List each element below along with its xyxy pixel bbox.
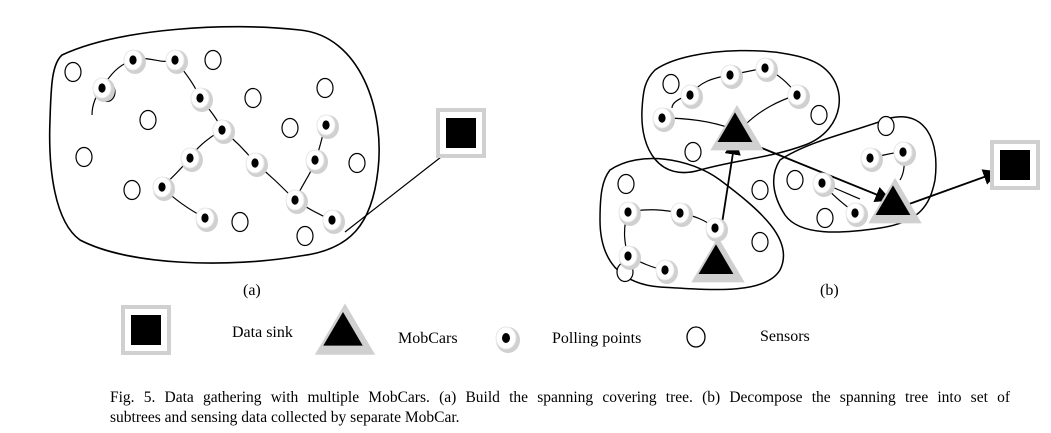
polling-point [123, 49, 146, 74]
sensor-node [123, 179, 141, 201]
polling-point [285, 189, 308, 214]
polling-point [305, 149, 328, 174]
polling-point [92, 77, 115, 102]
link-to-sink-a [344, 149, 451, 233]
polling-point [190, 87, 213, 112]
polling-point [845, 202, 868, 227]
sensor-node [617, 173, 635, 195]
sensor-node [316, 77, 334, 99]
sensor-node [751, 231, 769, 253]
polling-point [860, 147, 883, 172]
figure-caption: Fig. 5. Data gathering with multiple Mob… [110, 388, 1010, 428]
sensor-node [139, 109, 157, 131]
polling-point [787, 84, 810, 109]
region-boundary-a [48, 25, 380, 264]
cluster-boundary-right [773, 115, 937, 233]
sensor-node [75, 146, 93, 168]
sensor-node [296, 225, 314, 247]
sensor-node [810, 104, 828, 126]
sensor-node [684, 141, 702, 163]
legend-mobcars-label: MobCars [398, 330, 458, 347]
panel-b-label: (b) [820, 282, 839, 299]
legend-data-sink-label: Data sink [232, 324, 293, 341]
legend-sensor-symbol [686, 326, 706, 348]
legend-sensors-label: Sensors [760, 328, 810, 345]
polling-point [720, 64, 743, 89]
polling-point [670, 202, 693, 227]
polling-point [195, 207, 218, 232]
polling-point [316, 114, 339, 139]
sensor-node [204, 49, 222, 71]
panel-a-label: (a) [243, 282, 261, 299]
polling-point [618, 201, 641, 226]
polling-point [680, 84, 703, 109]
legend-data-sink-symbol [121, 305, 171, 355]
polling-point [180, 147, 203, 172]
sensor-node [348, 152, 366, 174]
legend-polling-points-label: Polling points [552, 330, 642, 347]
sensor-node [231, 211, 249, 233]
mobcar-route-to-sink [897, 169, 1000, 209]
polling-point [812, 172, 835, 197]
polling-point [655, 259, 678, 284]
mobcar-triangle [868, 177, 922, 224]
polling-point [705, 217, 728, 242]
caption-line-2: subtrees and sensing data collected by s… [110, 409, 460, 426]
sensor-node [751, 179, 769, 201]
sensor-node [64, 61, 82, 83]
data-sink-a [436, 108, 486, 158]
polling-point [245, 152, 268, 177]
legend-mobcar-symbol [314, 303, 376, 355]
polling-point [152, 176, 175, 201]
sensor-node [877, 115, 895, 137]
sensor-node [786, 169, 804, 191]
data-sink-b [990, 140, 1040, 190]
sensor-node [816, 207, 834, 229]
mobcar-triangle [691, 236, 745, 283]
mobcar-route-right [741, 139, 892, 203]
caption-line-1: Fig. 5. Data gathering with multiple Mob… [110, 389, 1010, 406]
cluster-boundary-top [641, 49, 841, 174]
polling-point [652, 107, 675, 132]
polling-point [893, 141, 916, 166]
polling-point [618, 245, 641, 270]
polling-point [755, 57, 778, 82]
mobcar-triangle [710, 104, 764, 151]
polling-point [322, 209, 345, 234]
panel-a [48, 25, 451, 264]
polling-point [212, 119, 235, 144]
legend-polling-point-symbol [495, 326, 520, 353]
sensor-node [662, 73, 680, 95]
sensor-node [281, 117, 299, 139]
cluster-boundary-bottom-left [599, 157, 785, 291]
polling-point [165, 49, 188, 74]
sensor-node [244, 87, 262, 109]
